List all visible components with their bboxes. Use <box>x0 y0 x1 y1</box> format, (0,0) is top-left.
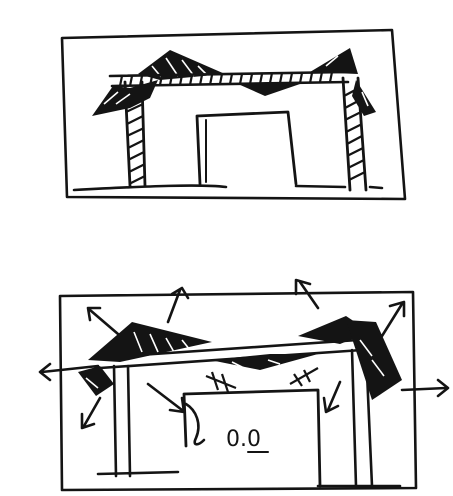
top-ground-line <box>74 186 382 190</box>
arrow-up-left-icon <box>88 308 118 334</box>
top-doorway <box>197 112 296 184</box>
bottom-sketch: 0.0 <box>40 280 448 490</box>
arrow-up-icon <box>168 288 188 322</box>
arrow-down-right-icon <box>324 382 340 412</box>
bottom-annotation: 0.0 <box>226 427 261 452</box>
person-figure <box>186 404 204 444</box>
arrow-down-left-icon <box>82 398 100 428</box>
arrow-down-icon <box>148 384 184 412</box>
bottom-columns <box>114 350 372 486</box>
arrow-right-icon <box>402 380 448 396</box>
arrow-up-right-icon <box>382 302 404 336</box>
top-sketch <box>62 30 405 199</box>
bottom-tie-marks <box>206 368 318 392</box>
